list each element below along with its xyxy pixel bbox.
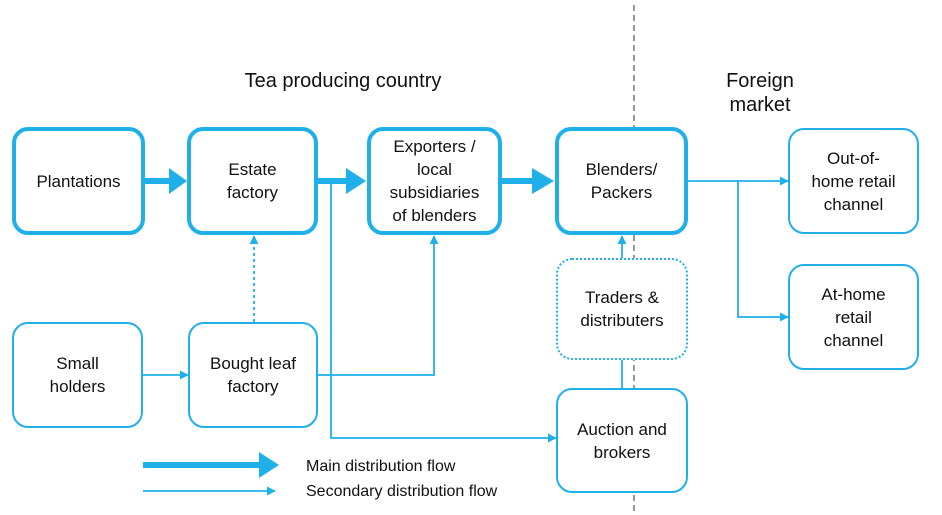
secondary-flow-arrows [143,176,789,443]
arrow-estate-to-exporters [318,168,366,194]
legend-main-arrow [143,452,279,478]
node-traders-distributers: Traders & distributers [556,258,688,360]
arrow-exporters-to-blenders [502,168,554,194]
node-at-home-retail: At-home retail channel [788,264,919,370]
main-flow-arrows [145,168,554,194]
node-out-of-home-retail: Out-of- home retail channel [788,128,919,234]
node-small-holders: Small holders [12,322,143,428]
node-auction-brokers: Auction and brokers [556,388,688,493]
legend-samples [143,452,279,496]
flow-blenders-to-at-home [737,181,789,322]
node-exporters: Exporters / local subsidiaries of blende… [367,127,502,235]
legend-main-label: Main distribution flow [306,458,456,475]
producing-country-heading: Tea producing country [244,70,442,92]
node-estate-factory: Estate factory [187,127,318,235]
node-blenders-packers: Blenders/ Packers [555,127,688,235]
arrow-plantations-to-estate [145,168,187,194]
flow-estate-to-auction [330,181,557,443]
legend-secondary-label: Secondary distribution flow [306,483,498,500]
node-plantations: Plantations [12,127,145,235]
foreign-market-heading: Foreign market [726,70,794,116]
node-bought-leaf-factory: Bought leaf factory [188,322,318,428]
flow-bought-leaf-to-exporters [318,235,439,376]
